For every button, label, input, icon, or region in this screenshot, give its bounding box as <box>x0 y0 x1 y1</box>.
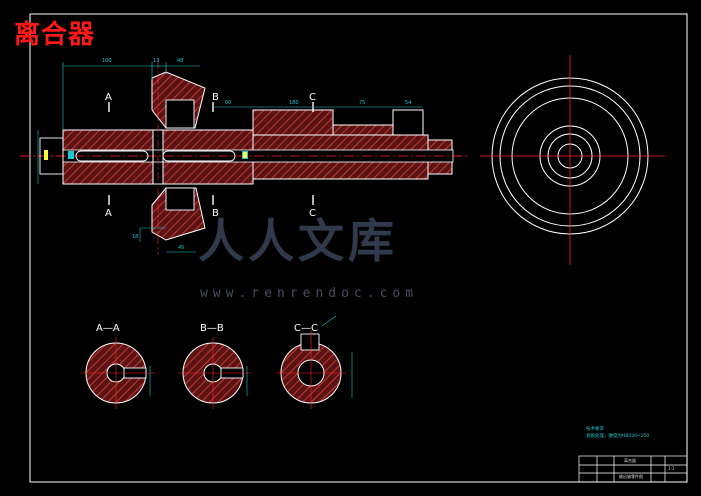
section-view-c <box>276 315 353 409</box>
watermark-text: 人人文库 <box>198 214 398 268</box>
title-block-ratio: 1:1 <box>668 466 675 471</box>
label-a-top: A <box>105 92 112 103</box>
technical-notes: 技术要求 调质处理，硬度为HB220~250 <box>586 426 649 440</box>
dim-48: 48 <box>177 58 184 64</box>
label-b-top: B <box>212 92 219 103</box>
view-label-a: A—A <box>96 323 120 334</box>
dim-54: 54 <box>405 100 412 106</box>
section-view-b <box>178 337 252 409</box>
tech-notes-body: 调质处理，硬度为HB220~250 <box>586 434 650 439</box>
view-label-b: B—B <box>200 323 224 334</box>
title-block-drawing-name: 输出轴零件图 <box>619 474 643 479</box>
label-b-bottom: B <box>212 208 219 219</box>
drawing-title: 离合器 <box>14 20 96 50</box>
shaft-section-view <box>20 109 470 185</box>
dim-13: 13 <box>153 58 160 64</box>
dim-75: 75 <box>359 100 366 106</box>
title-block <box>578 455 688 483</box>
dim-45: 45 <box>178 245 185 251</box>
drawing-frame <box>29 13 688 483</box>
label-c-bottom: C <box>309 208 316 219</box>
tech-notes-heading: 技术要求 <box>586 427 604 432</box>
dim-180: 180 <box>289 100 299 106</box>
label-a-bottom: A <box>105 208 112 219</box>
dim-18: 18 <box>132 234 139 240</box>
dim-60: 60 <box>225 100 232 106</box>
label-c-top: C <box>309 92 316 103</box>
clutch-gear-section <box>151 60 206 255</box>
watermark-url: www.renrendoc.com <box>200 286 419 301</box>
dimension-lines <box>37 62 423 253</box>
dim-100: 100 <box>102 58 112 64</box>
section-view-a <box>80 337 155 409</box>
title-block-part-name: 离合器 <box>624 458 636 463</box>
end-view <box>480 55 665 265</box>
view-label-c: C—C <box>294 323 318 334</box>
